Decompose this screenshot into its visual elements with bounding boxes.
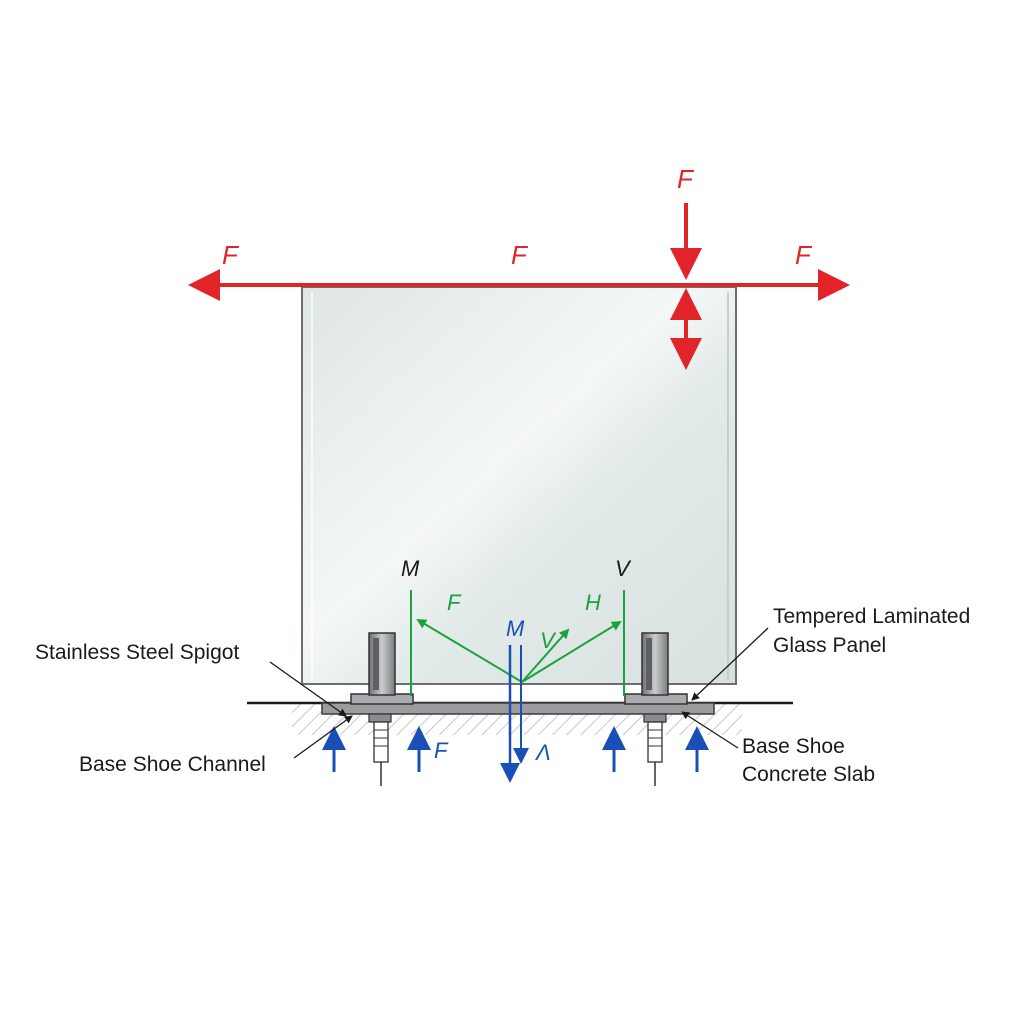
blue-lambda-label: Λ: [534, 740, 551, 765]
right-spigot: [624, 632, 688, 786]
leader-glass: [691, 627, 769, 701]
green-shear-label: V: [540, 628, 557, 653]
moment-label-left: M: [401, 556, 420, 581]
callout-spigot: Stainless Steel Spigot: [35, 641, 239, 664]
green-force-arrow-left: [416, 618, 523, 683]
green-force-label: F: [447, 590, 462, 615]
force-label-vertical: F: [677, 164, 695, 194]
shear-label-right: V: [615, 556, 632, 581]
green-horizontal-label: H: [585, 590, 601, 615]
green-force-arrow-mid: [521, 628, 570, 683]
glass-panel: [301, 286, 737, 685]
blue-force-label: F: [434, 738, 449, 763]
force-label-top-center: F: [511, 240, 529, 270]
base-shoe-channel: [321, 702, 715, 715]
force-label-top-right: F: [795, 240, 813, 270]
callout-channel: Base Shoe Channel: [79, 753, 266, 776]
leader-base-shoe: [681, 711, 739, 749]
callout-glass-line2: Glass Panel: [773, 634, 886, 657]
callout-base-shoe: Base Shoe: [742, 735, 845, 758]
blue-moment-label: M: [506, 616, 525, 641]
callout-slab: Concrete Slab: [742, 763, 875, 786]
left-spigot: [350, 632, 414, 786]
leader-spigot: [269, 661, 347, 717]
force-label-top-left: F: [222, 240, 240, 270]
green-force-arrow-right: [521, 620, 622, 683]
leader-channel: [293, 715, 353, 759]
callout-glass-line1: Tempered Laminated: [773, 605, 970, 628]
